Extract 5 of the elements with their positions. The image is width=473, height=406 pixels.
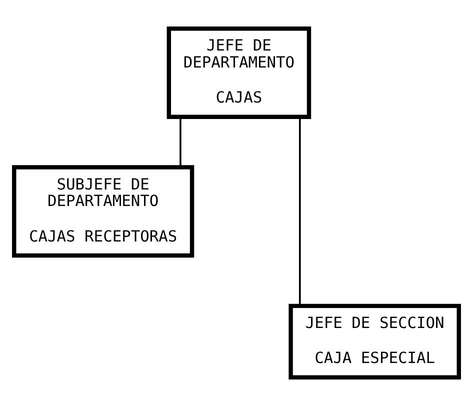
connector: [298, 117, 301, 306]
connector: [180, 117, 182, 168]
node-box: JEFE DE SECCION CAJA ESPECIAL: [288, 304, 461, 380]
node-box: JEFE DE DEPARTAMENTO CAJAS: [166, 26, 312, 119]
node-box: SUBJEFE DE DEPARTAMENTO CAJAS RECEPTORAS: [12, 165, 194, 258]
